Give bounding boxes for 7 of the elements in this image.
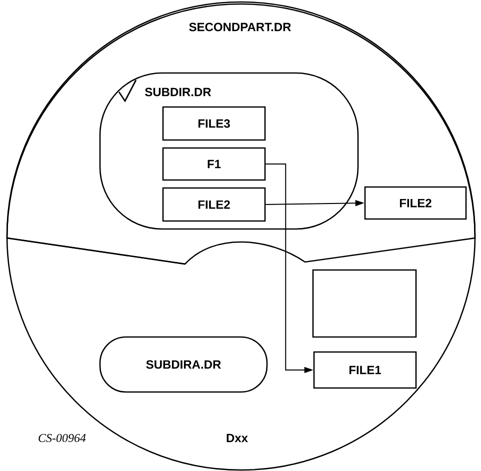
file-box: FILE1 [313, 351, 417, 389]
figure-number: CS-00964 [38, 434, 86, 442]
file-box: FILE2 [162, 187, 266, 222]
file-box [312, 269, 417, 338]
file-box: F1 [162, 147, 266, 181]
file-box: FILE2 [364, 186, 467, 220]
file-box: FILE3 [162, 106, 266, 141]
